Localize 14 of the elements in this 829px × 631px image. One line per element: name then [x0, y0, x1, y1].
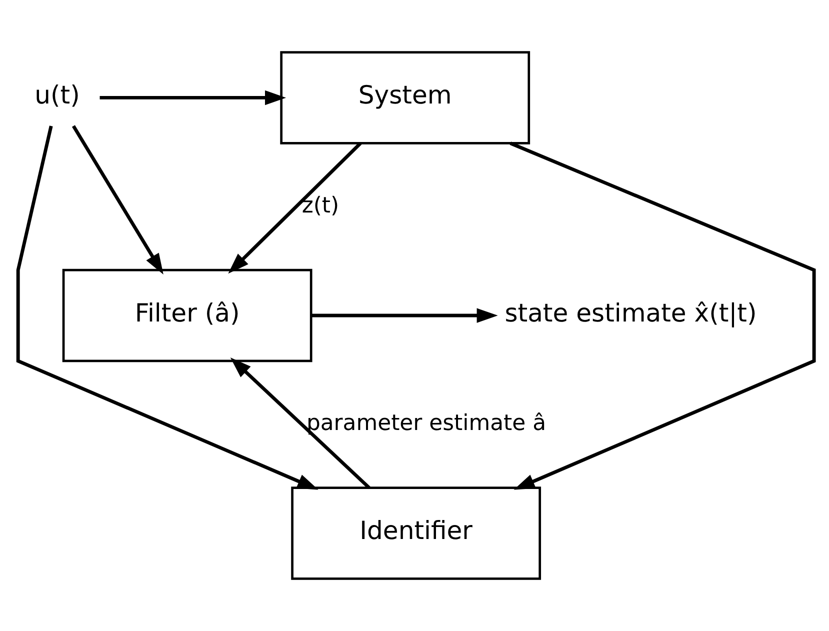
arrow [510, 142, 816, 490]
node-text: u(t) [34, 80, 80, 110]
arrow [230, 357, 370, 490]
arrow [228, 142, 362, 274]
arrow [311, 308, 498, 323]
arrow [100, 90, 286, 106]
node-box: Filter (â) [62, 268, 312, 362]
arrow [72, 125, 164, 275]
edge-label: parameter estimate â [306, 411, 546, 436]
edge-label: z(t) [302, 193, 340, 218]
arrow [16, 126, 318, 490]
node-box: Identifier [291, 486, 542, 580]
node-text: state estimate x̂(t|t) [504, 298, 757, 328]
node-box: System [280, 51, 530, 144]
